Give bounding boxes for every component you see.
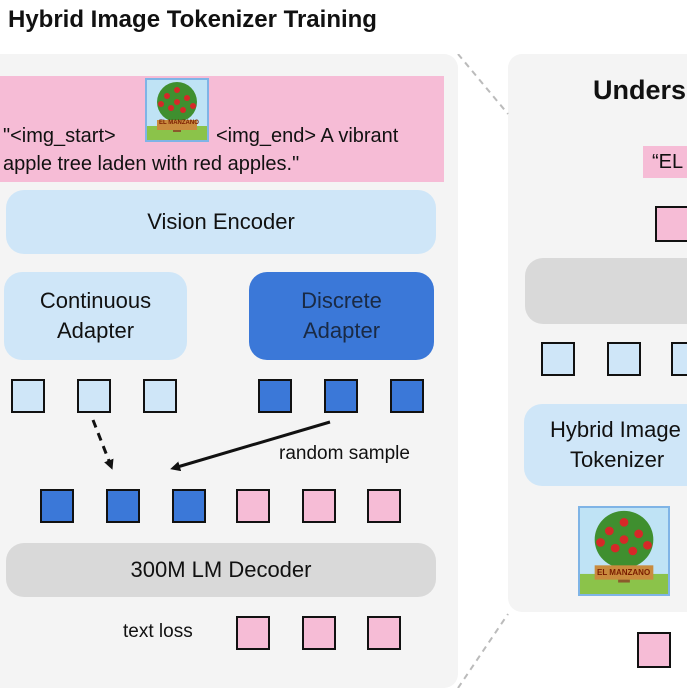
right-token bbox=[607, 342, 641, 376]
discrete-token bbox=[258, 379, 292, 413]
discrete-token bbox=[390, 379, 424, 413]
right-tokenizer-label-2: Tokenizer bbox=[570, 447, 665, 472]
right-tokenizer-label-1: Hybrid Image bbox=[550, 417, 681, 442]
text-token bbox=[302, 489, 336, 523]
right-grey-block bbox=[525, 258, 687, 324]
diagram-title: Hybrid Image Tokenizer Training bbox=[8, 6, 377, 33]
caption-line-2: apple tree laden with red apples." bbox=[3, 153, 300, 175]
random-sample-label: random sample bbox=[279, 443, 410, 464]
caption-img-end: <img_end> A vibrant bbox=[216, 125, 399, 147]
solid-arrow bbox=[170, 420, 331, 472]
discrete-adapter-label-2: Adapter bbox=[302, 318, 381, 343]
vision-encoder-block: Vision Encoder bbox=[6, 190, 436, 254]
image-sign-text: EL MANZANO bbox=[159, 120, 199, 126]
continuous-adapter-label-2: Adapter bbox=[56, 318, 135, 343]
right-panel-title: Unders bbox=[593, 75, 687, 105]
lm-decoder-block: 300M LM Decoder bbox=[6, 543, 436, 597]
continuous-token bbox=[143, 379, 177, 413]
right-tokenizer-block: Hybrid Image Tokenizer bbox=[524, 404, 687, 486]
discrete-adapter-label-1: Discrete bbox=[301, 288, 382, 313]
image-token bbox=[172, 489, 206, 523]
text-token bbox=[367, 489, 401, 523]
vision-encoder-label: Vision Encoder bbox=[147, 209, 295, 234]
flow-arrows bbox=[91, 419, 331, 472]
text-token bbox=[236, 489, 270, 523]
image-token bbox=[40, 489, 74, 523]
input-caption-bar bbox=[0, 76, 444, 182]
right-token bbox=[541, 342, 575, 376]
image-token bbox=[106, 489, 140, 523]
continuous-adapter-block: Continuous Adapter bbox=[4, 272, 187, 360]
right-token bbox=[671, 342, 687, 376]
apple-tree-image: EL MANZANO bbox=[145, 78, 209, 142]
text-loss-token bbox=[302, 616, 336, 650]
right-bottom-token bbox=[637, 632, 671, 668]
lm-decoder-label: 300M LM Decoder bbox=[130, 557, 312, 582]
panel-connector-lines bbox=[457, 54, 509, 688]
right-caption: “EL bbox=[643, 146, 687, 178]
continuous-token bbox=[11, 379, 45, 413]
discrete-token bbox=[324, 379, 358, 413]
text-loss-token bbox=[367, 616, 401, 650]
text-loss-label: text loss bbox=[123, 621, 193, 642]
right-image-sign-text: EL MANZANO bbox=[597, 568, 651, 577]
right-apple-tree-image: EL MANZANO bbox=[578, 506, 670, 596]
right-text-token bbox=[655, 206, 687, 242]
discrete-adapter-block: Discrete Adapter bbox=[249, 272, 434, 360]
continuous-token bbox=[77, 379, 111, 413]
text-loss-token bbox=[236, 616, 270, 650]
dashed-arrow bbox=[91, 419, 114, 470]
continuous-adapter-label-1: Continuous bbox=[39, 288, 152, 313]
caption-img-start: "<img_start> bbox=[3, 125, 116, 147]
